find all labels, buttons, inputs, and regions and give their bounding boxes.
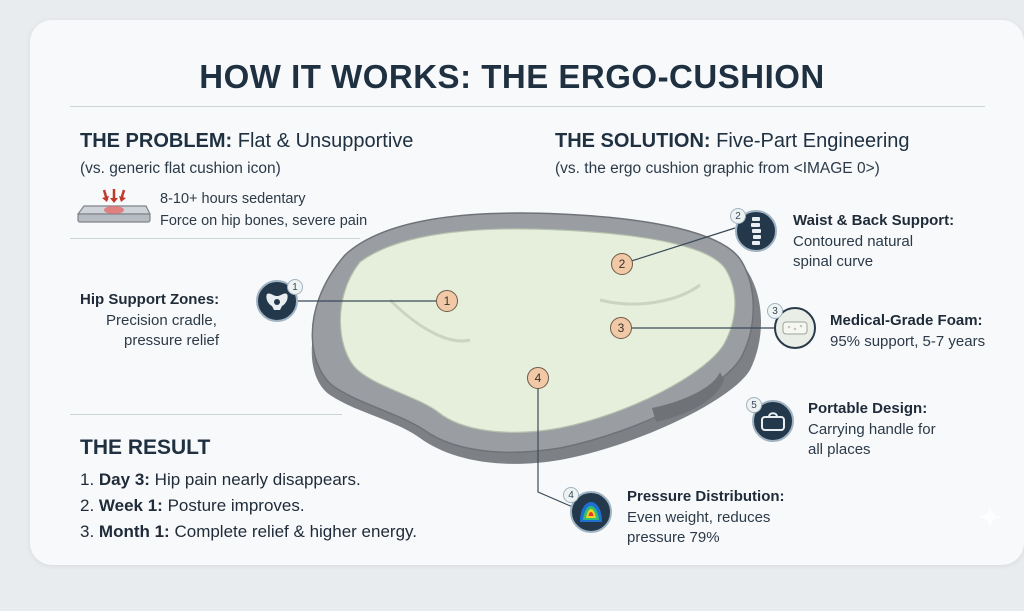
foam-icon bbox=[774, 307, 816, 349]
result-item-1-text: Hip pain nearly disappears. bbox=[149, 470, 361, 489]
result-heading: THE RESULT bbox=[80, 436, 211, 459]
feature-4-line-2: pressure 79% bbox=[627, 529, 720, 546]
title-divider bbox=[70, 106, 985, 107]
problem-heading-bold: THE PROBLEM: bbox=[80, 130, 233, 152]
marker-4: 4 bbox=[527, 367, 549, 389]
flat-cushion-icon bbox=[74, 188, 154, 232]
result-item-2-bold: Week 1: bbox=[98, 496, 163, 515]
result-item-3-prefix: 3. bbox=[80, 522, 99, 541]
result-item-2-text: Posture improves. bbox=[162, 496, 305, 515]
result-item-2-prefix: 2. bbox=[80, 496, 99, 515]
problem-detail-1: 8-10+ hours sedentary bbox=[160, 191, 306, 207]
result-divider bbox=[70, 414, 342, 415]
feature-5-line-1: Carrying handle for bbox=[808, 421, 936, 438]
problem-subheading: (vs. generic flat cushion icon) bbox=[80, 160, 281, 177]
result-item-2: 2. Week 1: Posture improves. bbox=[80, 493, 305, 519]
feature-1-title: Hip Support Zones: bbox=[80, 291, 220, 308]
result-item-3-bold: Month 1: bbox=[98, 522, 170, 541]
feature-5-badge: 5 bbox=[746, 397, 762, 413]
result-item-1-prefix: 1. bbox=[80, 470, 99, 489]
feature-1-line-2: pressure relief bbox=[124, 332, 220, 349]
page-title: HOW IT WORKS: THE ERGO-CUSHION bbox=[199, 58, 825, 95]
bag-icon bbox=[752, 400, 794, 442]
feature-2-badge: 2 bbox=[730, 208, 746, 224]
feature-2-line-2: spinal curve bbox=[793, 253, 874, 270]
problem-detail-2: Force on hip bones, severe pain bbox=[160, 213, 368, 229]
result-item-3: 3. Month 1: Complete relief & higher ene… bbox=[80, 519, 417, 545]
feature-5-line-2: all places bbox=[808, 441, 871, 458]
solution-heading-rest: Five-Part Engineering bbox=[710, 130, 910, 152]
feature-4-badge: 4 bbox=[563, 487, 579, 503]
solution-subheading: (vs. the ergo cushion graphic from <IMAG… bbox=[555, 160, 880, 177]
result-item-1: 1. Day 3: Hip pain nearly disappears. bbox=[80, 467, 361, 493]
feature-3-title: Medical-Grade Foam: bbox=[830, 312, 983, 329]
feature-1-line-1: Precision cradle, bbox=[106, 312, 217, 329]
marker-1: 1 bbox=[436, 290, 458, 312]
sparkle-icon bbox=[978, 505, 1002, 529]
feature-5-title: Portable Design: bbox=[808, 400, 928, 417]
feature-2-title: Waist & Back Support: bbox=[793, 212, 955, 229]
feature-4-line-1: Even weight, reduces bbox=[627, 509, 771, 526]
problem-heading: THE PROBLEM: Flat & Unsupportive bbox=[80, 130, 413, 153]
result-item-1-bold: Day 3: bbox=[98, 470, 150, 489]
feature-4-title: Pressure Distribution: bbox=[627, 488, 785, 505]
solution-heading: THE SOLUTION: Five-Part Engineering bbox=[555, 130, 910, 153]
feature-1-badge: 1 bbox=[287, 279, 303, 295]
problem-heading-rest: Flat & Unsupportive bbox=[232, 130, 414, 152]
marker-3: 3 bbox=[610, 317, 632, 339]
result-item-3-text: Complete relief & higher energy. bbox=[169, 522, 417, 541]
solution-heading-bold: THE SOLUTION: bbox=[555, 130, 711, 152]
marker-2: 2 bbox=[611, 253, 633, 275]
feature-2-line-1: Contoured natural bbox=[793, 233, 914, 250]
feature-3-line-1: 95% support, 5-7 years bbox=[830, 333, 986, 350]
problem-divider bbox=[70, 238, 360, 239]
feature-3-badge: 3 bbox=[767, 303, 783, 319]
